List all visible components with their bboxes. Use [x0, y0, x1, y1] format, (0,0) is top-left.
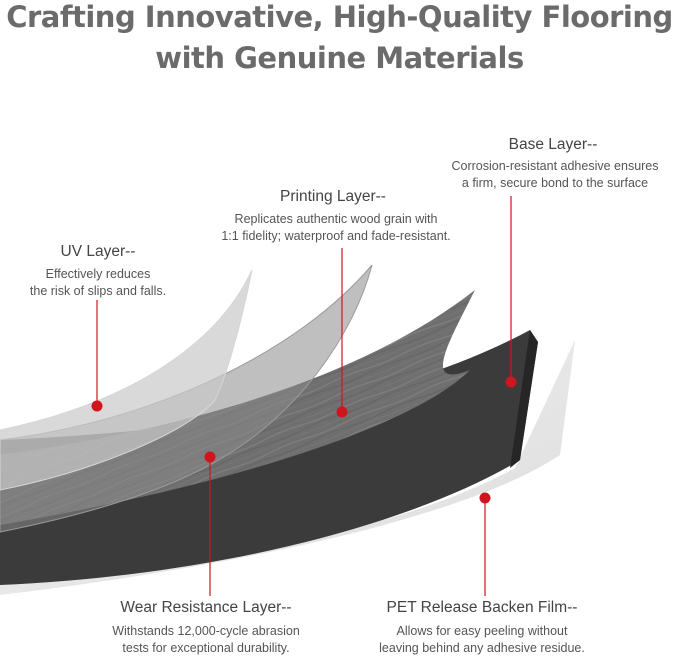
uv-layer-heading: UV Layer-- — [60, 243, 136, 260]
base-layer-heading: Base Layer-- — [508, 136, 598, 153]
uv-layer-marker — [91, 400, 103, 412]
base-layer-desc-2: a firm, secure bond to the surface — [461, 176, 649, 190]
uv-layer — [0, 269, 253, 491]
base-layer-edge — [510, 330, 538, 468]
title-line-2: with Genuine Materials — [155, 41, 524, 75]
printing-layer-label: Printing Layer-- Replicates authentic wo… — [203, 188, 469, 245]
base-layer-label: Base Layer-- Corrosion-resistant adhesiv… — [424, 136, 679, 192]
printing-layer-heading: Printing Layer-- — [280, 188, 386, 205]
pet-film-desc-2: leaving behind any adhesive residue. — [379, 641, 585, 655]
base-layer-marker — [505, 376, 517, 388]
pet-film-marker — [479, 492, 491, 504]
printing-layer-desc-1: Replicates authentic wood grain with — [234, 212, 438, 226]
pet-film-label: PET Release Backen Film-- Allows for eas… — [368, 599, 596, 657]
printing-layer-marker — [336, 406, 348, 418]
wear-layer-heading: Wear Resistance Layer-- — [120, 599, 292, 616]
uv-layer-desc-2: the risk of slips and falls. — [29, 284, 167, 298]
uv-layer-desc-1: Effectively reduces — [45, 267, 151, 281]
wear-layer-label: Wear Resistance Layer-- Withstands 12,00… — [88, 599, 324, 657]
wear-layer-marker — [204, 451, 216, 463]
printing-layer-desc-2: 1:1 fidelity; waterproof and fade-resist… — [221, 229, 451, 243]
pet-film-desc-1: Allows for easy peeling without — [396, 624, 568, 638]
pet-film-heading: PET Release Backen Film-- — [386, 599, 578, 616]
uv-layer-label: UV Layer-- Effectively reduces the risk … — [16, 243, 180, 300]
base-layer-desc-1: Corrosion-resistant adhesive ensures — [451, 159, 659, 173]
wear-layer-desc-2: tests for exceptional durability. — [122, 641, 290, 655]
wear-layer-desc-1: Withstands 12,000-cycle abrasion — [112, 624, 300, 638]
title-line-1: Crafting Innovative, High-Quality Floori… — [6, 0, 673, 34]
